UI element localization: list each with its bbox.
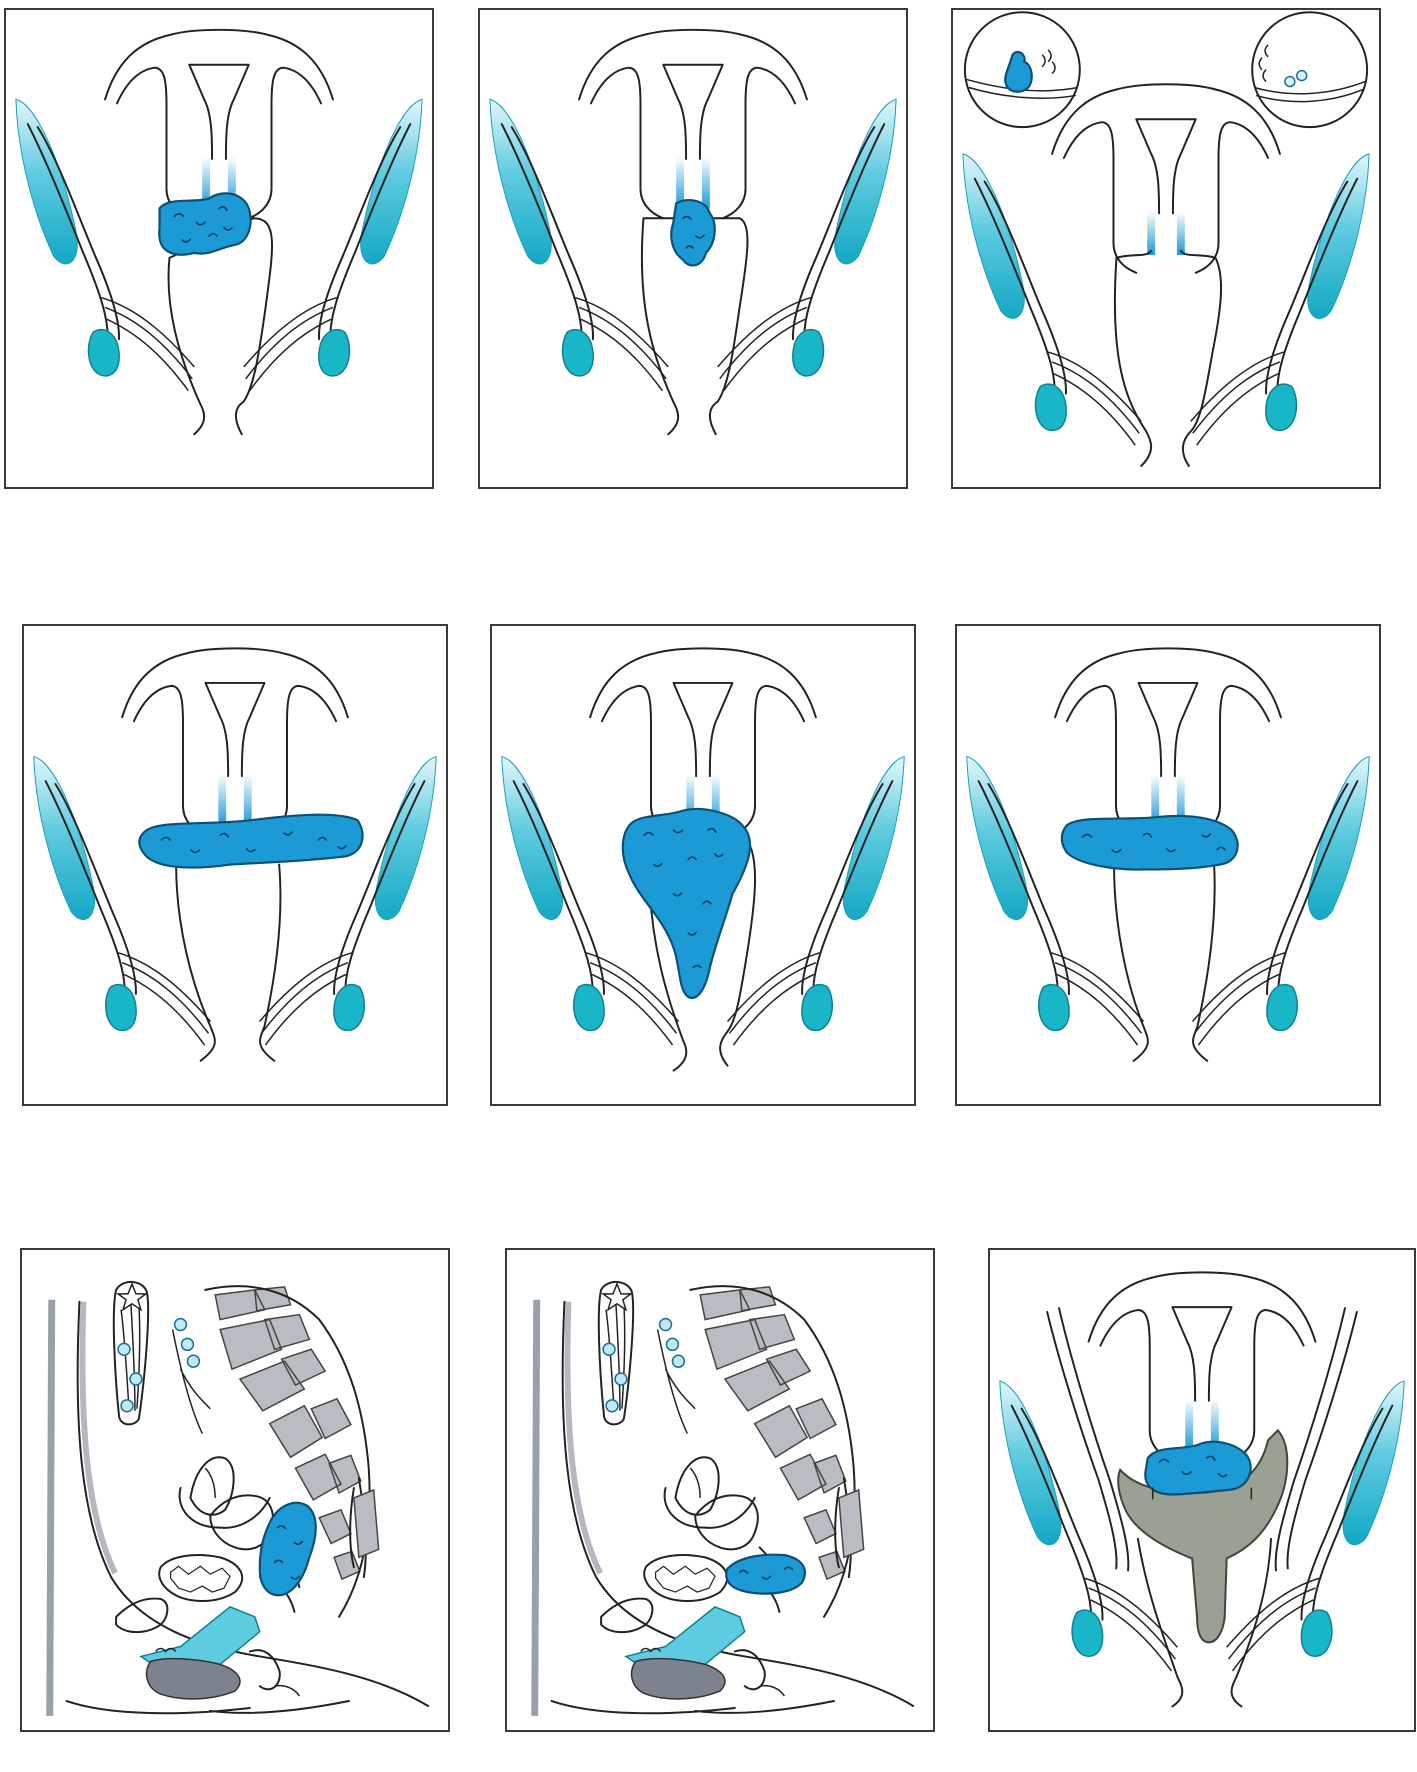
- uterus-outline: [1051, 83, 1281, 274]
- panel-3: [951, 8, 1381, 489]
- tumor-texture: [1081, 832, 1226, 854]
- cervical-canal-right: [243, 774, 252, 826]
- cervical-canal-right: [1210, 1398, 1219, 1451]
- tumor-mass: [158, 192, 252, 256]
- vagina-outline: [175, 863, 282, 1062]
- cervical-canal-left: [1147, 211, 1156, 255]
- panel-4-diagram: [32, 647, 438, 1062]
- tumor-texture: [160, 831, 347, 854]
- tumor-mass-parametrial: [138, 813, 364, 869]
- panel-7-diagram: [22, 1250, 448, 1730]
- sagittal-pelvis-outline: [50, 1282, 428, 1716]
- panel-5-diagram: [500, 647, 906, 1072]
- cervical-canal-left: [218, 774, 227, 826]
- vagina-outline: [1113, 863, 1216, 1062]
- cervical-canal-left: [1185, 1398, 1194, 1451]
- uterus-outline: [1087, 1271, 1317, 1461]
- panel-2: [478, 8, 908, 489]
- uterus-outline: [121, 647, 349, 837]
- cervical-canal-right: [227, 156, 236, 209]
- adnexa-right: [1189, 152, 1371, 447]
- tumor-mass: [1144, 1440, 1252, 1496]
- cervical-canal-left: [202, 156, 211, 209]
- micro-tumor-focus: [1004, 50, 1033, 93]
- cervical-canal-right: [1176, 211, 1185, 255]
- micro-focus-dot: [1296, 69, 1308, 82]
- tumor-texture: [739, 1566, 794, 1580]
- cervical-canal-right: [1176, 774, 1185, 826]
- tumor-mass-bladder-invasion: [258, 1501, 317, 1597]
- panel-6: [955, 624, 1381, 1106]
- panel-8: [505, 1248, 935, 1732]
- panel-8-diagram: [507, 1250, 933, 1730]
- tumor-texture: [273, 1525, 304, 1580]
- uterus-outline: [104, 28, 334, 220]
- uterus-outline: [1054, 647, 1282, 837]
- panel-1-diagram: [14, 28, 424, 436]
- adnexa-left: [32, 755, 212, 1047]
- panel-4: [22, 624, 448, 1106]
- panel-3-diagram: [961, 11, 1371, 467]
- tumor-texture: [682, 215, 705, 249]
- ureter-left: [1046, 1307, 1130, 1572]
- vagina-outline: [648, 834, 756, 1072]
- tumor-mass: [670, 199, 716, 267]
- tumor-mass-rectal-invasion: [725, 1553, 806, 1595]
- tumor-texture: [173, 206, 233, 243]
- uterus-outline: [589, 647, 817, 837]
- panel-1: [4, 8, 434, 489]
- ureter-right: [1274, 1307, 1358, 1572]
- panel-5: [490, 624, 916, 1106]
- tumor-mass-parametrial: [1060, 814, 1239, 871]
- sagittal-pelvis-outline: [535, 1282, 913, 1716]
- panel-2-diagram: [488, 28, 898, 436]
- vagina-outline: [167, 217, 274, 436]
- cervical-canal-right: [701, 156, 710, 209]
- panel-9-diagram: [998, 1271, 1406, 1708]
- panel-7: [20, 1248, 450, 1732]
- magnified-inset-right: [1251, 11, 1369, 129]
- cup-sutures: [1151, 1487, 1253, 1500]
- uterus-outline: [578, 28, 808, 220]
- vagina-outline: [640, 217, 749, 436]
- vagina-outline: [1136, 1537, 1273, 1708]
- tumor-texture: [643, 827, 724, 969]
- micro-focus-dot: [1284, 75, 1296, 88]
- tumor-texture: [1158, 1455, 1228, 1478]
- cervix-lips: [1115, 249, 1217, 259]
- cervical-canal-left: [1151, 774, 1160, 826]
- panel-9: [988, 1248, 1416, 1732]
- magnified-inset-left: [963, 11, 1081, 129]
- panel-6-diagram: [965, 647, 1371, 1062]
- tumor-mass-vaginal: [621, 807, 752, 1000]
- cervical-canal-left: [686, 774, 695, 826]
- cervical-canal-left: [676, 156, 685, 209]
- cervical-canal-right: [711, 774, 720, 826]
